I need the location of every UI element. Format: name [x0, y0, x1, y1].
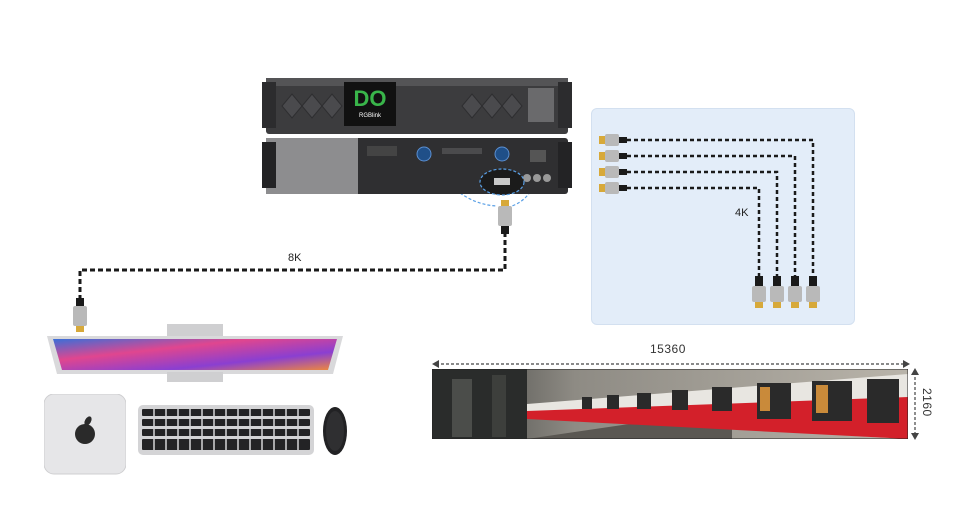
keyboard — [138, 405, 314, 455]
led-wall-train-image — [432, 369, 908, 439]
video-processor-drawing — [262, 78, 572, 196]
bottom-hdmi-plugs — [752, 276, 820, 308]
width-dimension-line — [432, 360, 910, 368]
hdmi-plug-monitor — [73, 298, 87, 332]
mac-mini — [44, 394, 126, 475]
output-resolution-label: 4K — [735, 207, 749, 219]
mouse — [323, 407, 347, 455]
input-resolution-label: 8K — [288, 252, 302, 264]
output-cables — [599, 134, 820, 308]
device-brand-text: RGBlink — [358, 113, 381, 119]
video-processor: DO RGBlink — [262, 74, 572, 198]
height-label: 2160 — [920, 388, 934, 417]
hdmi-plug-processor — [498, 200, 512, 234]
left-hdmi-plugs — [599, 134, 627, 194]
height-dimension-line — [911, 368, 919, 440]
device-screen-logo: DO RGBlink — [348, 86, 392, 122]
apple-icon — [75, 416, 95, 444]
device-logo-text: DO — [353, 86, 387, 111]
width-label: 15360 — [650, 342, 686, 356]
studio-display — [47, 324, 343, 382]
